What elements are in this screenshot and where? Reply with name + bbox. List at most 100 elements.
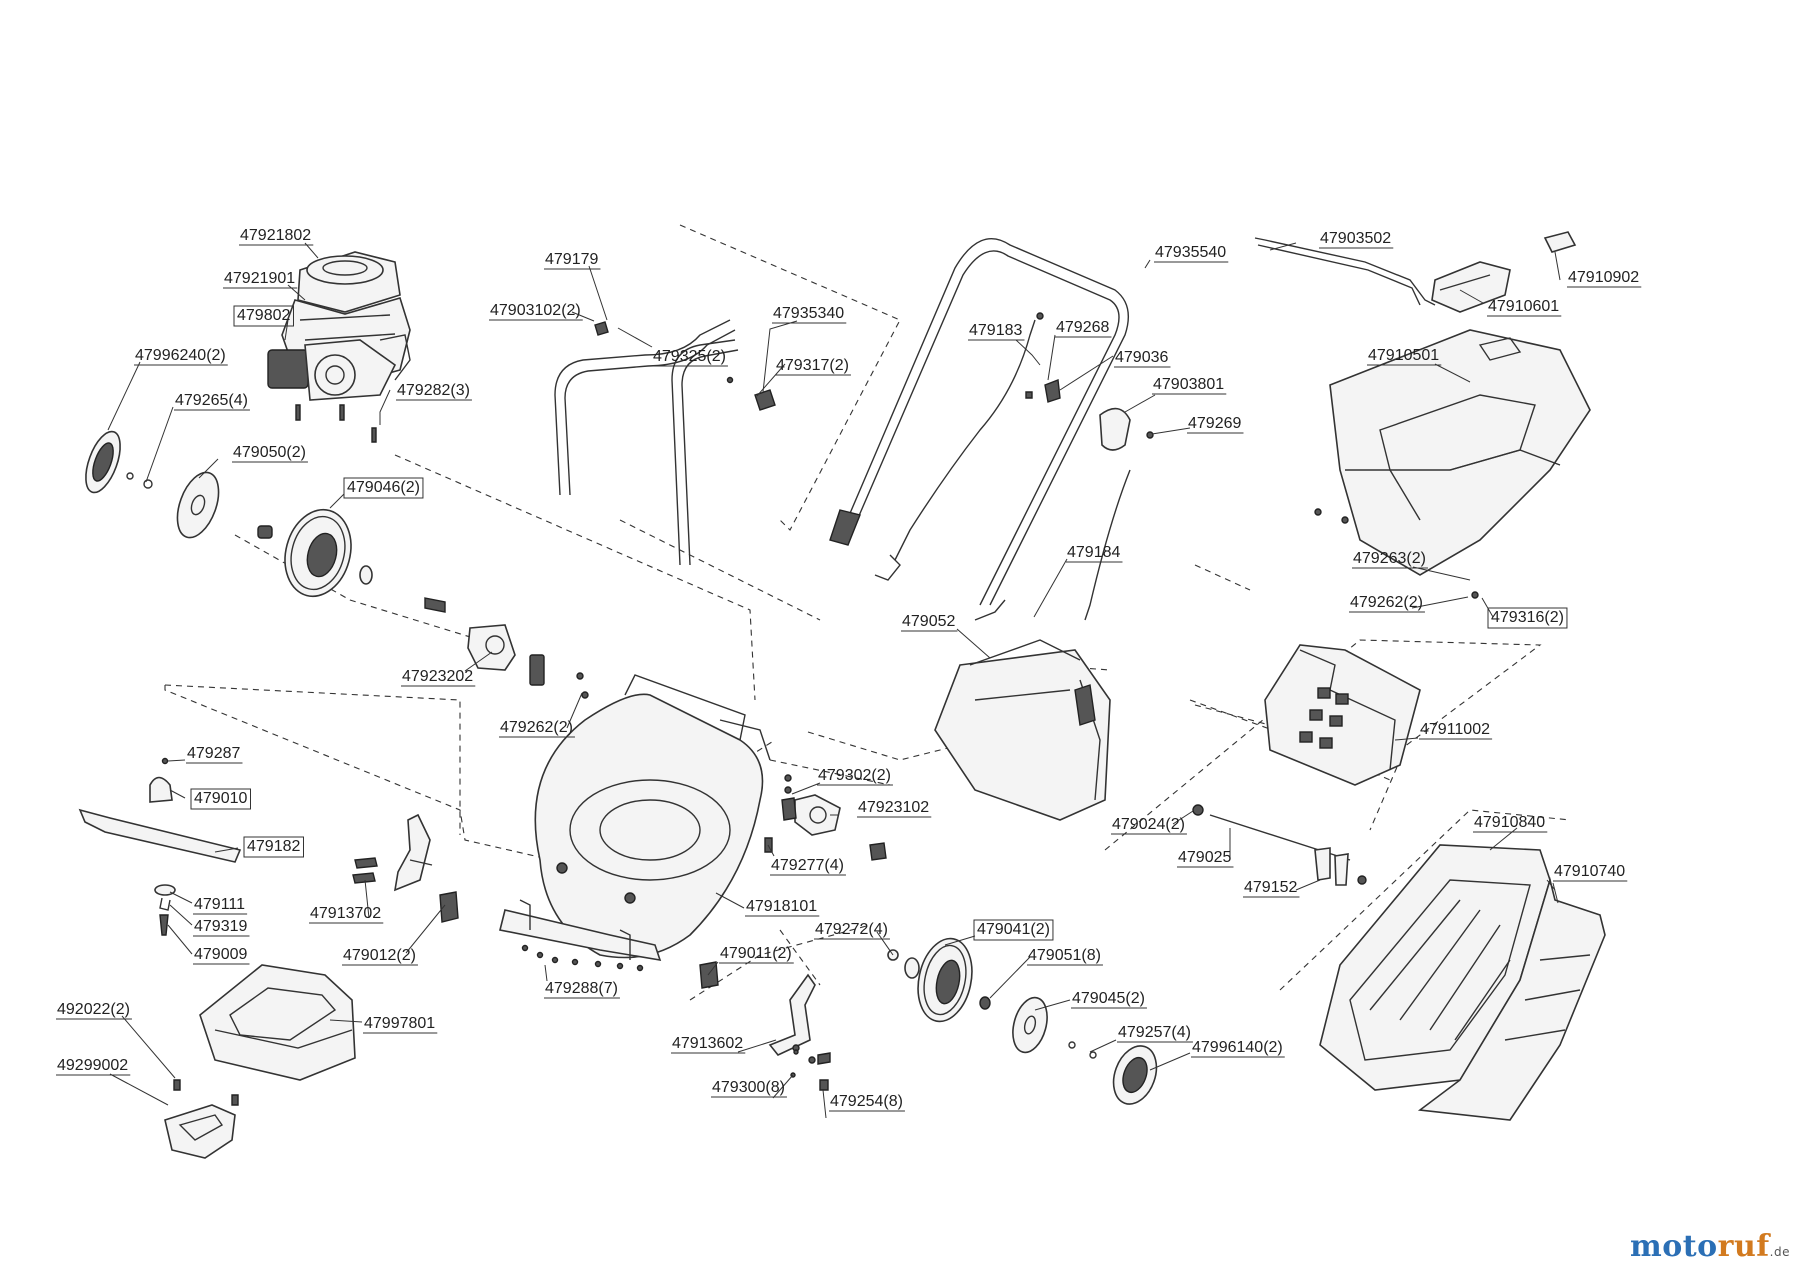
part-label: 47935340 [773,305,844,322]
height-adjust-rear [424,597,589,699]
part-label: 479287 [187,745,240,762]
part-label: 479317(2) [776,357,849,374]
part-label: 479802 [237,307,290,324]
height-adjuster-left [352,813,459,923]
leader-lines [107,242,1561,1119]
part-label: 479182 [247,838,300,855]
small-clip [1543,231,1577,253]
part-label: 479010 [194,790,247,807]
part-label: 47903502 [1320,230,1391,247]
part-label-box [973,919,1054,941]
part-label: 479041(2) [977,921,1050,938]
flap-bracket [1431,261,1511,313]
part-label: 479277(4) [771,857,844,874]
grass-bag-rod [1254,237,1436,306]
part-label: 47918101 [746,898,817,915]
part-label: 479111 [194,896,245,913]
part-label: 47913602 [672,1035,743,1052]
part-label: 479025 [1178,849,1231,866]
handle-insert [164,1079,239,1159]
height-adjuster-right [764,774,887,861]
part-label: 479319 [194,918,247,935]
part-label: 47910601 [1488,298,1559,315]
part-label: 479325(2) [653,348,726,365]
front-pad [199,964,356,1081]
part-label: 479265(4) [175,392,248,409]
rear-cover [1314,329,1591,599]
part-label: 479254(8) [830,1093,903,1110]
part-label: 47996240(2) [135,347,226,364]
part-label: 479051(8) [1028,947,1101,964]
discharge-chute [934,639,1111,821]
front-height-lever [699,961,831,1091]
engine-bolts [295,404,377,443]
part-label: 479050(2) [233,444,306,461]
part-label: 47935540 [1155,244,1226,261]
skirt-screws [521,944,644,972]
part-label: 47903801 [1153,376,1224,393]
part-label: 479046(2) [347,479,420,496]
part-label: 47910740 [1554,863,1625,880]
rear-hubcap [85,430,121,494]
part-label-box [343,477,424,499]
washers-left [126,472,153,489]
part-label: 479152 [1244,879,1297,896]
part-label-box [1487,607,1568,629]
part-label: 47923202 [402,668,473,685]
front-wheel [887,937,991,1023]
starter-rod [1084,469,1131,621]
rear-wheel [257,508,373,598]
part-label: 479009 [194,946,247,963]
front-skirt [499,899,662,962]
part-label: 479257(4) [1118,1024,1191,1041]
mulching-plug [1264,644,1421,786]
upper-handle [829,237,1129,621]
part-label: 49299002 [57,1057,128,1074]
part-label: 47910840 [1474,814,1545,831]
part-label: 47921901 [224,270,295,287]
part-label: 479011(2) [720,945,792,962]
part-label: 479269 [1188,415,1241,432]
part-label: 479045(2) [1072,990,1145,1007]
part-label: 479183 [969,322,1022,339]
engine-assembly [267,251,411,401]
part-label: 47910501 [1368,347,1439,364]
part-label: 479262(2) [1350,594,1423,611]
front-hubcap [1068,1041,1158,1105]
part-label: 479316(2) [1491,609,1564,626]
part-label: 47923102 [858,799,929,816]
part-label-box [190,788,251,810]
part-label: 479268 [1056,319,1109,336]
part-label: 47910902 [1568,269,1639,286]
mower-deck [534,674,771,959]
part-label: 479024(2) [1112,816,1185,833]
part-label: 479262(2) [500,719,573,736]
wheel-disc-left [176,471,220,539]
blade-assembly [78,757,242,936]
part-label: 47911002 [1420,721,1490,738]
rear-flap-rod [1192,804,1367,886]
part-label: 492022(2) [57,1001,130,1018]
motoruf-watermark: motoruf.de [1630,1229,1790,1264]
part-label: 47997801 [364,1015,435,1032]
part-label: 479288(7) [545,980,618,997]
part-label: 479052 [902,613,955,630]
part-label: 47996140(2) [1192,1039,1283,1056]
part-label: 47903102(2) [490,302,581,319]
part-label: 479263(2) [1353,550,1426,567]
part-label: 479179 [545,251,598,268]
part-labels: 47921802 47921901 479802 47996240(2) 479… [56,227,1642,1112]
bail-lever-parts [1025,379,1154,451]
part-label-box [243,836,304,858]
part-label: 479036 [1115,349,1168,366]
part-label: 479300(8) [712,1079,785,1096]
part-label: 479302(2) [818,767,891,784]
front-wheel-disc [1012,996,1048,1054]
part-label-box [233,305,294,327]
grass-bag [1319,844,1606,1121]
control-cable [874,312,1044,581]
part-label: 47921802 [240,227,311,244]
part-label: 479272(4) [815,921,888,938]
